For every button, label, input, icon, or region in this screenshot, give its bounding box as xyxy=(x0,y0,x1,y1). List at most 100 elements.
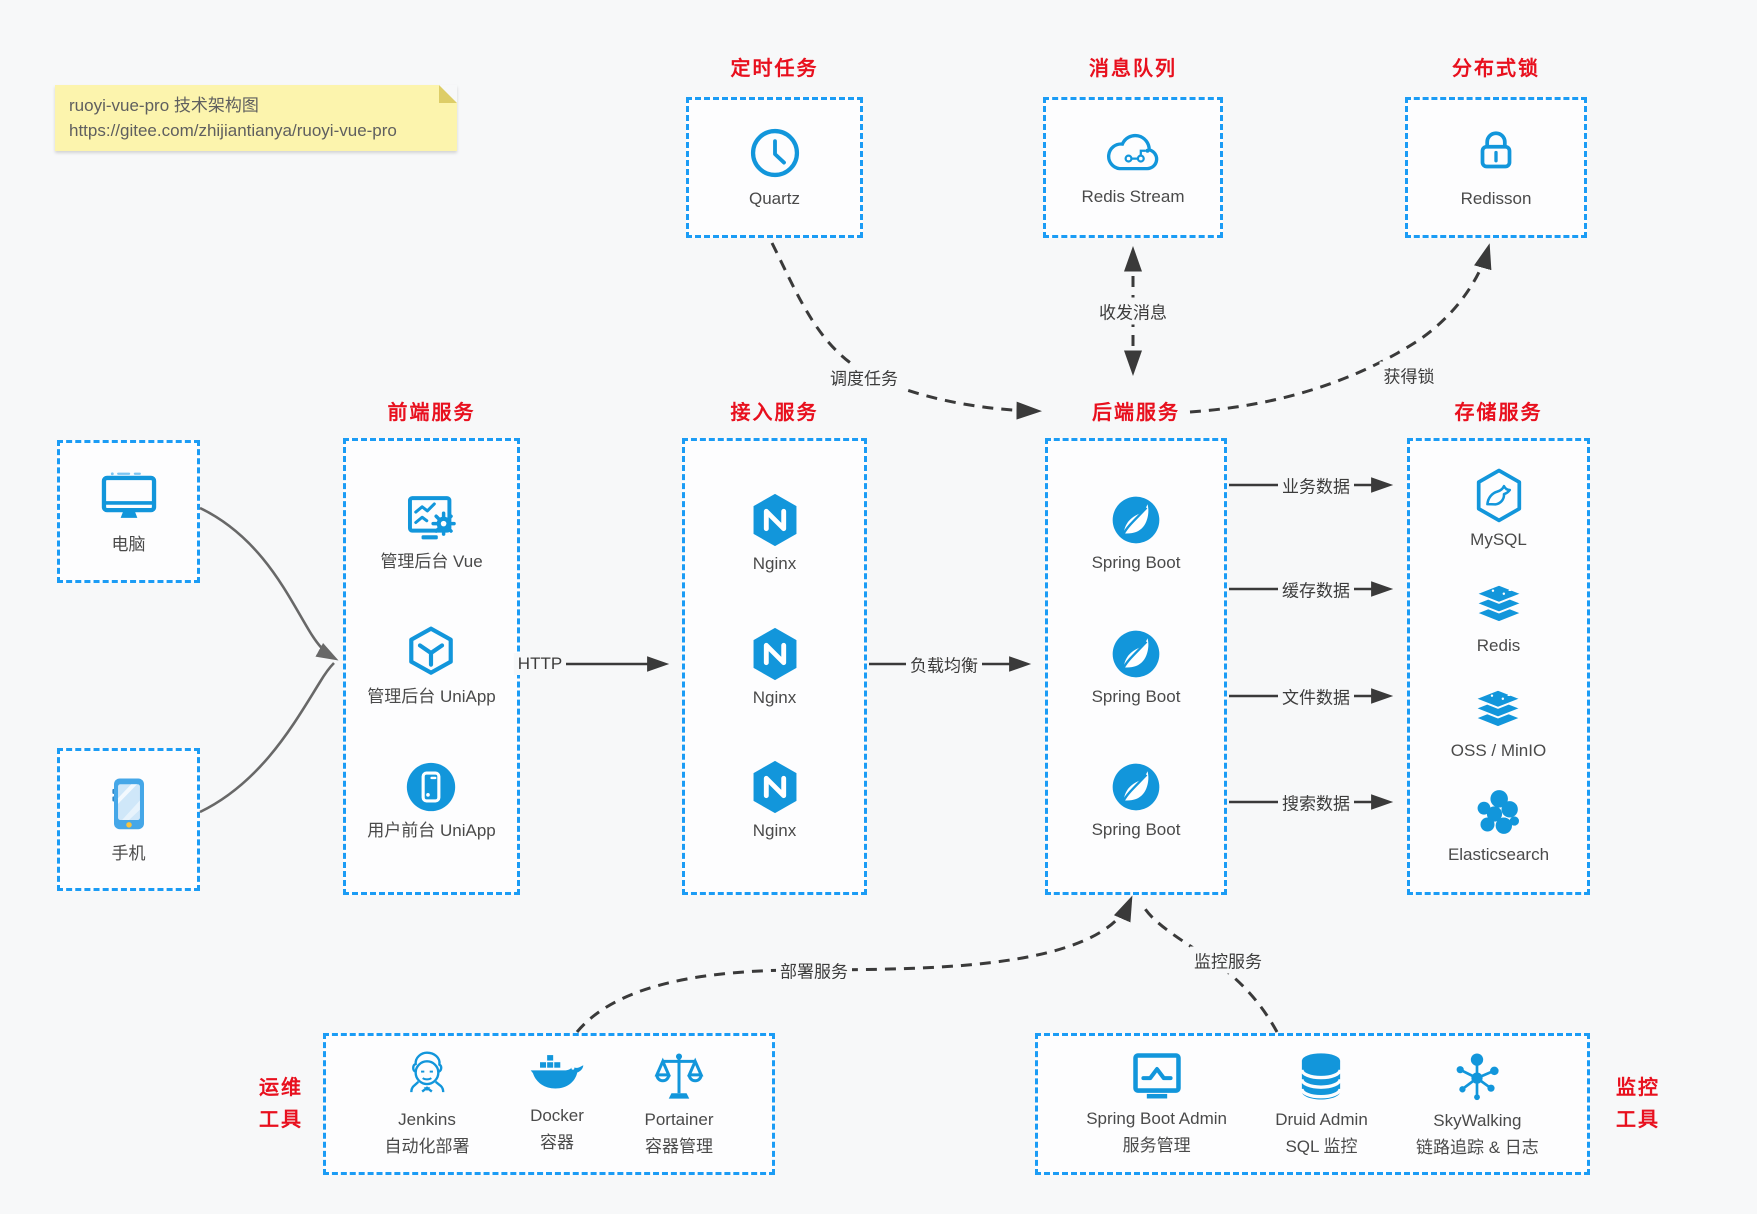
elasticsearch-icon xyxy=(1470,788,1526,840)
lock-label: Redisson xyxy=(1460,188,1532,208)
pc-client-label: 电脑 xyxy=(111,534,146,554)
edge-label-http: HTTP xyxy=(513,653,567,675)
network-nodes-icon xyxy=(1450,1049,1504,1105)
pc-client-box: 电脑 xyxy=(57,440,200,583)
edge-deploy-service xyxy=(575,895,1133,1033)
mysql-icon xyxy=(1471,467,1527,525)
lock-icon xyxy=(1471,126,1521,180)
ops-item-desc: 容器管理 xyxy=(644,1137,713,1156)
ops-item-portainer: Portainer 容器管理 xyxy=(644,1050,713,1158)
user-app-circle-icon xyxy=(402,758,460,816)
storage-item-mysql: MySQL xyxy=(1470,467,1527,551)
frontend-box: 管理后台 Vue 管理后台 UniApp 用户前台 UniApp xyxy=(343,438,520,895)
lock-box: Redisson xyxy=(1405,97,1587,238)
monitoring-tools-title: 监控 工具 xyxy=(1603,1072,1673,1136)
gateway-item-nginx-3: Nginx xyxy=(747,758,803,842)
ops-tools-title-line1: 运维 xyxy=(259,1077,303,1099)
backend-item-label: Spring Boot xyxy=(1091,819,1181,839)
gateway-item-label: Nginx xyxy=(752,553,797,573)
frontend-item-label: 管理后台 Vue xyxy=(380,552,483,572)
frontend-item-label: 用户前台 UniApp xyxy=(367,820,496,840)
monitoring-item-desc: 服务管理 xyxy=(1122,1136,1191,1155)
ops-tools-title: 运维 工具 xyxy=(246,1072,316,1136)
jenkins-icon xyxy=(401,1050,453,1104)
backend-group-title: 后端服务 xyxy=(1092,402,1180,424)
mq-box: Redis Stream xyxy=(1043,97,1223,238)
monitoring-item-desc: SQL 监控 xyxy=(1285,1137,1358,1156)
scales-icon xyxy=(652,1050,706,1104)
monitoring-item-druid: Druid Admin SQL 监控 xyxy=(1275,1050,1368,1158)
scheduler-box: Quartz xyxy=(686,97,863,238)
phone-icon xyxy=(103,775,155,835)
edge-label-file-data: 文件数据 xyxy=(1278,682,1354,710)
edge-label-acquire-lock: 获得锁 xyxy=(1379,361,1439,389)
ops-item-name: Jenkins xyxy=(398,1110,456,1129)
ops-item-docker: Docker 容器 xyxy=(528,1054,586,1154)
monitoring-item-sba: Spring Boot Admin 服务管理 xyxy=(1086,1051,1227,1157)
storage-item-label: Redis xyxy=(1476,635,1521,655)
monitoring-tools-title-line1: 监控 xyxy=(1616,1077,1660,1099)
monitoring-item-skywalking: SkyWalking 链路追踪 & 日志 xyxy=(1416,1049,1539,1159)
ops-item-jenkins: Jenkins 自动化部署 xyxy=(385,1050,470,1158)
oss-stack-icon xyxy=(1469,682,1527,736)
note-fold-corner xyxy=(439,85,457,103)
storage-item-label: MySQL xyxy=(1470,529,1527,549)
backend-box: Spring Boot Spring Boot Spring Boot xyxy=(1045,438,1227,895)
nginx-icon xyxy=(747,625,803,683)
storage-item-label: OSS / MinIO xyxy=(1450,741,1547,761)
scheduler-group-title: 定时任务 xyxy=(730,58,819,80)
edge-label-business-data: 业务数据 xyxy=(1278,471,1354,499)
storage-box: MySQL Redis OSS / MinIO Elasticsearch xyxy=(1407,438,1590,895)
ops-tools-title-line2: 工具 xyxy=(259,1109,303,1131)
frontend-item-admin-uniapp: 管理后台 UniApp xyxy=(367,624,496,708)
uniapp-cube-icon xyxy=(403,624,459,682)
database-icon xyxy=(1294,1050,1348,1104)
gateway-item-nginx-2: Nginx xyxy=(747,625,803,709)
monitoring-item-name: Spring Boot Admin xyxy=(1086,1109,1227,1128)
monitoring-tools-box: Spring Boot Admin 服务管理 Druid Admin SQL 监… xyxy=(1035,1033,1590,1175)
monitoring-item-name: SkyWalking xyxy=(1433,1111,1522,1130)
edge-label-schedule-job: 调度任务 xyxy=(826,363,902,391)
gateway-item-label: Nginx xyxy=(752,821,797,841)
clock-icon xyxy=(748,126,802,180)
edge-mobile-to-frontend xyxy=(199,662,335,814)
edge-label-send-receive-message: 收发消息 xyxy=(1095,297,1171,325)
backend-item-spring-3: Spring Boot xyxy=(1091,759,1181,841)
sticky-note: ruoyi-vue-pro 技术架构图 https://gitee.com/zh… xyxy=(55,85,457,151)
monitoring-item-name: Druid Admin xyxy=(1275,1110,1368,1129)
ops-item-desc: 自动化部署 xyxy=(384,1137,470,1156)
redis-stack-icon xyxy=(1470,577,1528,631)
note-title: ruoyi-vue-pro 技术架构图 xyxy=(69,96,259,115)
ops-item-name: Docker xyxy=(530,1106,584,1125)
gateway-box: Nginx Nginx Nginx xyxy=(682,438,867,895)
edge-label-deploy-service: 部署服务 xyxy=(776,956,852,984)
mq-group-title: 消息队列 xyxy=(1089,58,1177,80)
desktop-icon xyxy=(98,468,160,526)
edge-label-load-balance: 负载均衡 xyxy=(906,650,982,678)
spring-boot-icon xyxy=(1108,626,1164,682)
edge-label-cache-data: 缓存数据 xyxy=(1278,575,1354,603)
spring-boot-icon xyxy=(1108,759,1164,815)
nginx-icon xyxy=(747,491,803,549)
edge-label-monitor-service: 监控服务 xyxy=(1190,946,1266,974)
storage-item-oss: OSS / MinIO xyxy=(1451,682,1546,762)
gateway-item-label: Nginx xyxy=(752,687,797,707)
frontend-item-admin-vue: 管理后台 Vue xyxy=(380,491,483,573)
frontend-group-title: 前端服务 xyxy=(387,402,476,424)
storage-item-label: Elasticsearch xyxy=(1447,845,1550,865)
monitoring-item-desc: 链路追踪 & 日志 xyxy=(1415,1138,1539,1157)
edge-label-search-data: 搜索数据 xyxy=(1278,788,1354,816)
storage-item-elasticsearch: Elasticsearch xyxy=(1448,788,1549,866)
edge-schedule-job xyxy=(770,242,1042,420)
backend-item-spring-1: Spring Boot xyxy=(1091,492,1181,574)
backend-item-label: Spring Boot xyxy=(1091,553,1181,573)
mq-label: Redis Stream xyxy=(1081,186,1185,206)
lock-group-title: 分布式锁 xyxy=(1452,58,1540,80)
backend-item-spring-2: Spring Boot xyxy=(1092,626,1180,708)
mobile-client-box: 手机 xyxy=(57,748,200,891)
storage-item-redis: Redis xyxy=(1470,577,1528,657)
docker-icon xyxy=(528,1054,586,1100)
note-url: https://gitee.com/zhijiantianya/ruoyi-vu… xyxy=(69,121,397,140)
monitoring-tools-title-line2: 工具 xyxy=(1616,1109,1660,1131)
gateway-group-title: 接入服务 xyxy=(730,402,819,424)
